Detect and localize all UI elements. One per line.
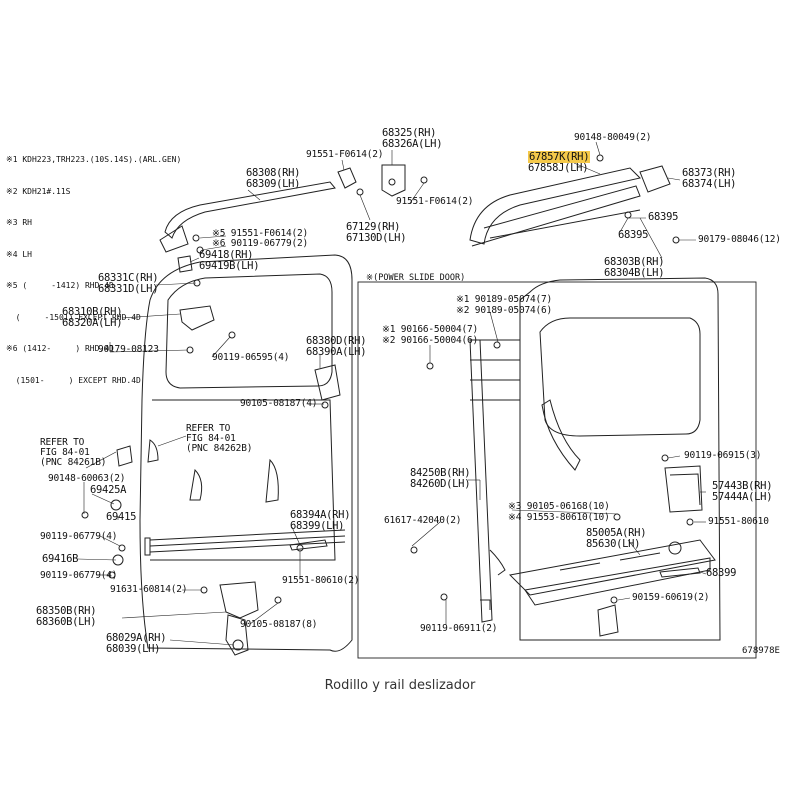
part-label: 57443B(RH) 57444A(LH) [712, 480, 773, 503]
variant-legend: ※1 KDH223,TRH223.(10S.14S).(ARL.GEN) ※2 … [6, 134, 181, 397]
part-label: 90119-06911(2) [420, 623, 498, 634]
part-label: 90119-06915(3) [684, 450, 762, 461]
legend-line: ※2 KDH21#.11S [6, 186, 71, 196]
part-label: 90119-06779(4) [40, 570, 118, 581]
part-label: 69416B [42, 553, 79, 565]
legend-line: (1501- ) EXCEPT RHD.4D [6, 375, 141, 385]
legend-line: ※6 (1412- ) RHD.4D [6, 344, 114, 353]
door-window-opening [165, 273, 333, 389]
part-label: 91551-F0614(2) [306, 149, 384, 160]
part-label: 68303B(RH) 68304B(LH) [604, 256, 665, 279]
part-label: 68350B(RH) 68360B(LH) [36, 605, 97, 628]
part-label: 90119-06595(4) [212, 352, 290, 363]
body-panel [519, 277, 721, 641]
slide-motor-unit [508, 539, 716, 596]
part-label: 68380D(RH) 68390A(LH) [306, 335, 367, 358]
door-edge-rail [469, 339, 493, 623]
part-label: 91551-80610 [708, 516, 769, 527]
part-label: ※2 90166-50004(6) [382, 335, 479, 346]
image-caption: Rodillo y rail deslizador [324, 678, 476, 693]
part-label: 68395 [618, 229, 649, 241]
highlighted-part-label: 67857K(RH) [528, 151, 591, 163]
part-label: 68325(RH) 68326A(LH) [382, 127, 443, 150]
part-label: 68308(RH) 68309(LH) [246, 167, 301, 190]
part-label: 90105-08187(4) [240, 398, 318, 409]
part-label: 90179-08123 [98, 344, 159, 355]
part-label: 90119-06779(4) [40, 531, 118, 542]
center-rail [469, 167, 641, 245]
part-label: 67129(RH) 67130D(LH) [346, 221, 407, 244]
refer-note: REFER TO FIG 84-01 (PNC 84262B) [186, 423, 253, 454]
part-label: ※2 90189-05074(6) [456, 305, 553, 316]
legend-line: ※5 ( -1412) RHD.4D [6, 281, 114, 290]
part-label: 90148-60063(2) [48, 473, 126, 484]
part-label: 69415 [106, 511, 137, 523]
part-label: 91551-80610(2) [282, 575, 360, 586]
part-label: 85005A(RH) 85630(LH) [586, 527, 647, 550]
inset-title: ※(POWER SLIDE DOOR) [366, 273, 466, 283]
part-label: 68029A(RH) 68039(LH) [106, 632, 167, 655]
part-label: 68310B(RH) 68320A(LH) [62, 306, 123, 329]
part-label: 69425A [90, 484, 127, 496]
part-label: ※5 91551-F0614(2) [212, 228, 309, 239]
part-label: 68331C(RH) 68331D(LH) [98, 272, 159, 295]
part-label: ※1 90166-50004(7) [382, 324, 479, 335]
part-label: 61617-42040(2) [384, 515, 462, 526]
part-label: ※1 90189-05074(7) [456, 294, 553, 305]
part-label: 68399 [706, 567, 737, 579]
body-window [539, 317, 701, 437]
part-label: 67858J(LH) [528, 162, 589, 174]
part-label: 90179-08046(12) [698, 234, 781, 245]
part-label: 68395 [648, 211, 679, 223]
legend-line: ※1 KDH223,TRH223.(10S.14S).(ARL.GEN) [6, 155, 182, 164]
legend-line: ※3 RH [6, 218, 32, 227]
part-label: 67857K(RH) [528, 151, 591, 163]
door-inner-panel [150, 399, 336, 561]
inset-frame [357, 281, 757, 659]
part-label: 84250B(RH) 84260D(LH) [410, 467, 471, 490]
part-label: 68373(RH) 68374(LH) [682, 167, 737, 190]
door-panel-outline [139, 254, 353, 652]
part-label: 91551-F0614(2) [396, 196, 474, 207]
part-label: ※3 90105-06168(10) [508, 501, 610, 512]
part-label: 91631-60814(2) [110, 584, 188, 595]
part-label: 69418(RH) 69419B(LH) [199, 249, 260, 272]
figure-id: 678978E [742, 646, 780, 656]
legend-line: ※4 LH [6, 249, 32, 259]
part-label: ※6 90119-06779(2) [212, 238, 309, 249]
part-label: 90148-80049(2) [574, 132, 652, 143]
part-label: 68394A(RH) 68399(LH) [290, 509, 351, 532]
part-label: 90159-60619(2) [632, 592, 710, 603]
part-label: ※4 91553-80610(10) [508, 512, 610, 523]
refer-note: REFER TO FIG 84-01 (PNC 84261B) [40, 437, 107, 468]
legend-line: ( -1501) EXCEPT RHD.4D [6, 312, 141, 322]
lower-roller-arm [219, 581, 259, 619]
part-label: 90105-08187(8) [240, 619, 318, 630]
